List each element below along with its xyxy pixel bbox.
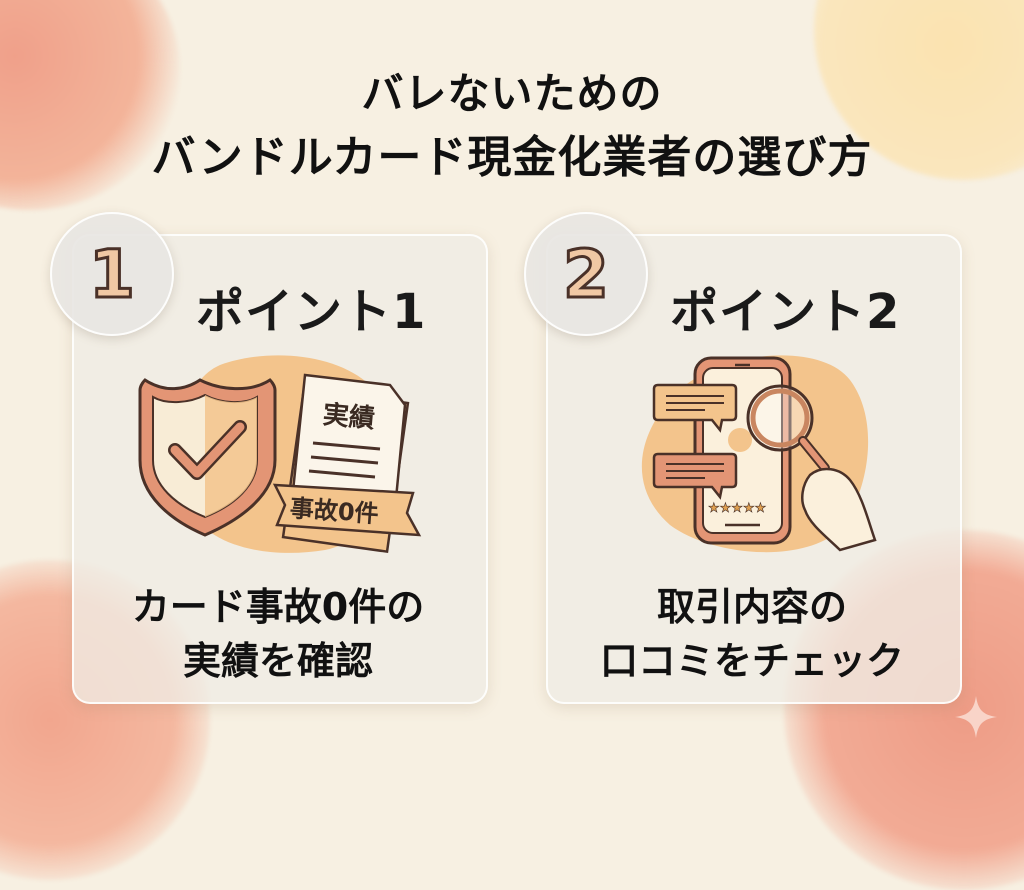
page-title-line2: バンドルカード現金化業者の選び方 <box>151 132 873 183</box>
document-icon: 実績 事故0件 <box>272 373 422 554</box>
svg-text:事故0件: 事故0件 <box>289 494 379 528</box>
chat-bubble-icon <box>652 383 738 500</box>
shield-document-illustration: 実績 事故0件 <box>138 355 422 554</box>
caption-1-line1: カード事故0件の <box>131 585 425 629</box>
number-badge-1: 1 <box>50 212 174 336</box>
caption-2-line2: 口コミをチェック <box>599 639 904 683</box>
point-heading-2: ポイント2 <box>670 284 901 340</box>
sparkle-icon <box>955 696 997 738</box>
point-heading-1: ポイント1 <box>196 284 427 340</box>
number-badge-2: 2 <box>524 212 648 336</box>
caption-2-line1: 取引内容の <box>656 585 847 629</box>
point-caption-1: カード事故0件の 実績を確認 <box>72 580 484 688</box>
hand-icon <box>801 467 877 552</box>
star-rating-icon: ★★★★★ <box>708 501 766 516</box>
number-badge-2-label: 2 <box>562 234 611 314</box>
page-title-line1: バレないための <box>361 69 663 118</box>
page-title: バレないための バンドルカード現金化業者の選び方 <box>0 62 1024 190</box>
number-badge-1-label: 1 <box>88 234 137 314</box>
svg-text:実績: 実績 <box>322 399 377 434</box>
magnifier-icon <box>746 384 830 473</box>
point-caption-2: 取引内容の 口コミをチェック <box>546 580 958 688</box>
shield-check-icon <box>138 378 277 537</box>
phone-review-illustration: ★★★★★ <box>641 355 877 553</box>
caption-1-line2: 実績を確認 <box>182 639 373 683</box>
